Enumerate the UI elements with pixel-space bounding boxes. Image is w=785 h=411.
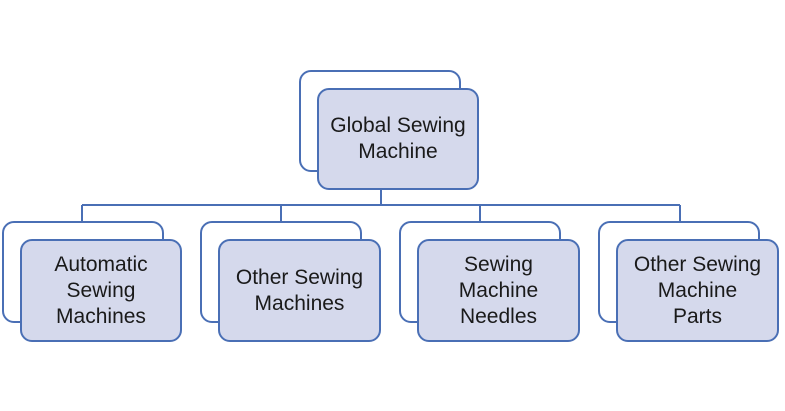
- child-node-other-sewing-machines: Other Sewing Machines: [200, 221, 381, 342]
- child-node-sewing-machine-needles: Sewing Machine Needles: [399, 221, 580, 342]
- child-node-1-box: Automatic Sewing Machines: [20, 239, 182, 342]
- root-node-box: Global Sewing Machine: [317, 88, 479, 190]
- child-node-1-label: Automatic Sewing Machines: [54, 252, 148, 328]
- child-node-automatic-sewing-machines: Automatic Sewing Machines: [2, 221, 182, 342]
- child-node-4-box: Other Sewing Machine Parts: [616, 239, 779, 342]
- root-node: Global Sewing Machine: [299, 70, 481, 190]
- child-node-4-label: Other Sewing Machine Parts: [633, 252, 762, 328]
- child-node-2-box: Other Sewing Machines: [218, 239, 381, 342]
- child-node-2-label: Other Sewing Machines: [235, 265, 364, 315]
- child-node-other-sewing-machine-parts: Other Sewing Machine Parts: [598, 221, 779, 342]
- child-node-3-label: Sewing Machine Needles: [458, 252, 539, 328]
- child-node-3-box: Sewing Machine Needles: [417, 239, 580, 342]
- root-node-label: Global Sewing Machine: [330, 114, 466, 163]
